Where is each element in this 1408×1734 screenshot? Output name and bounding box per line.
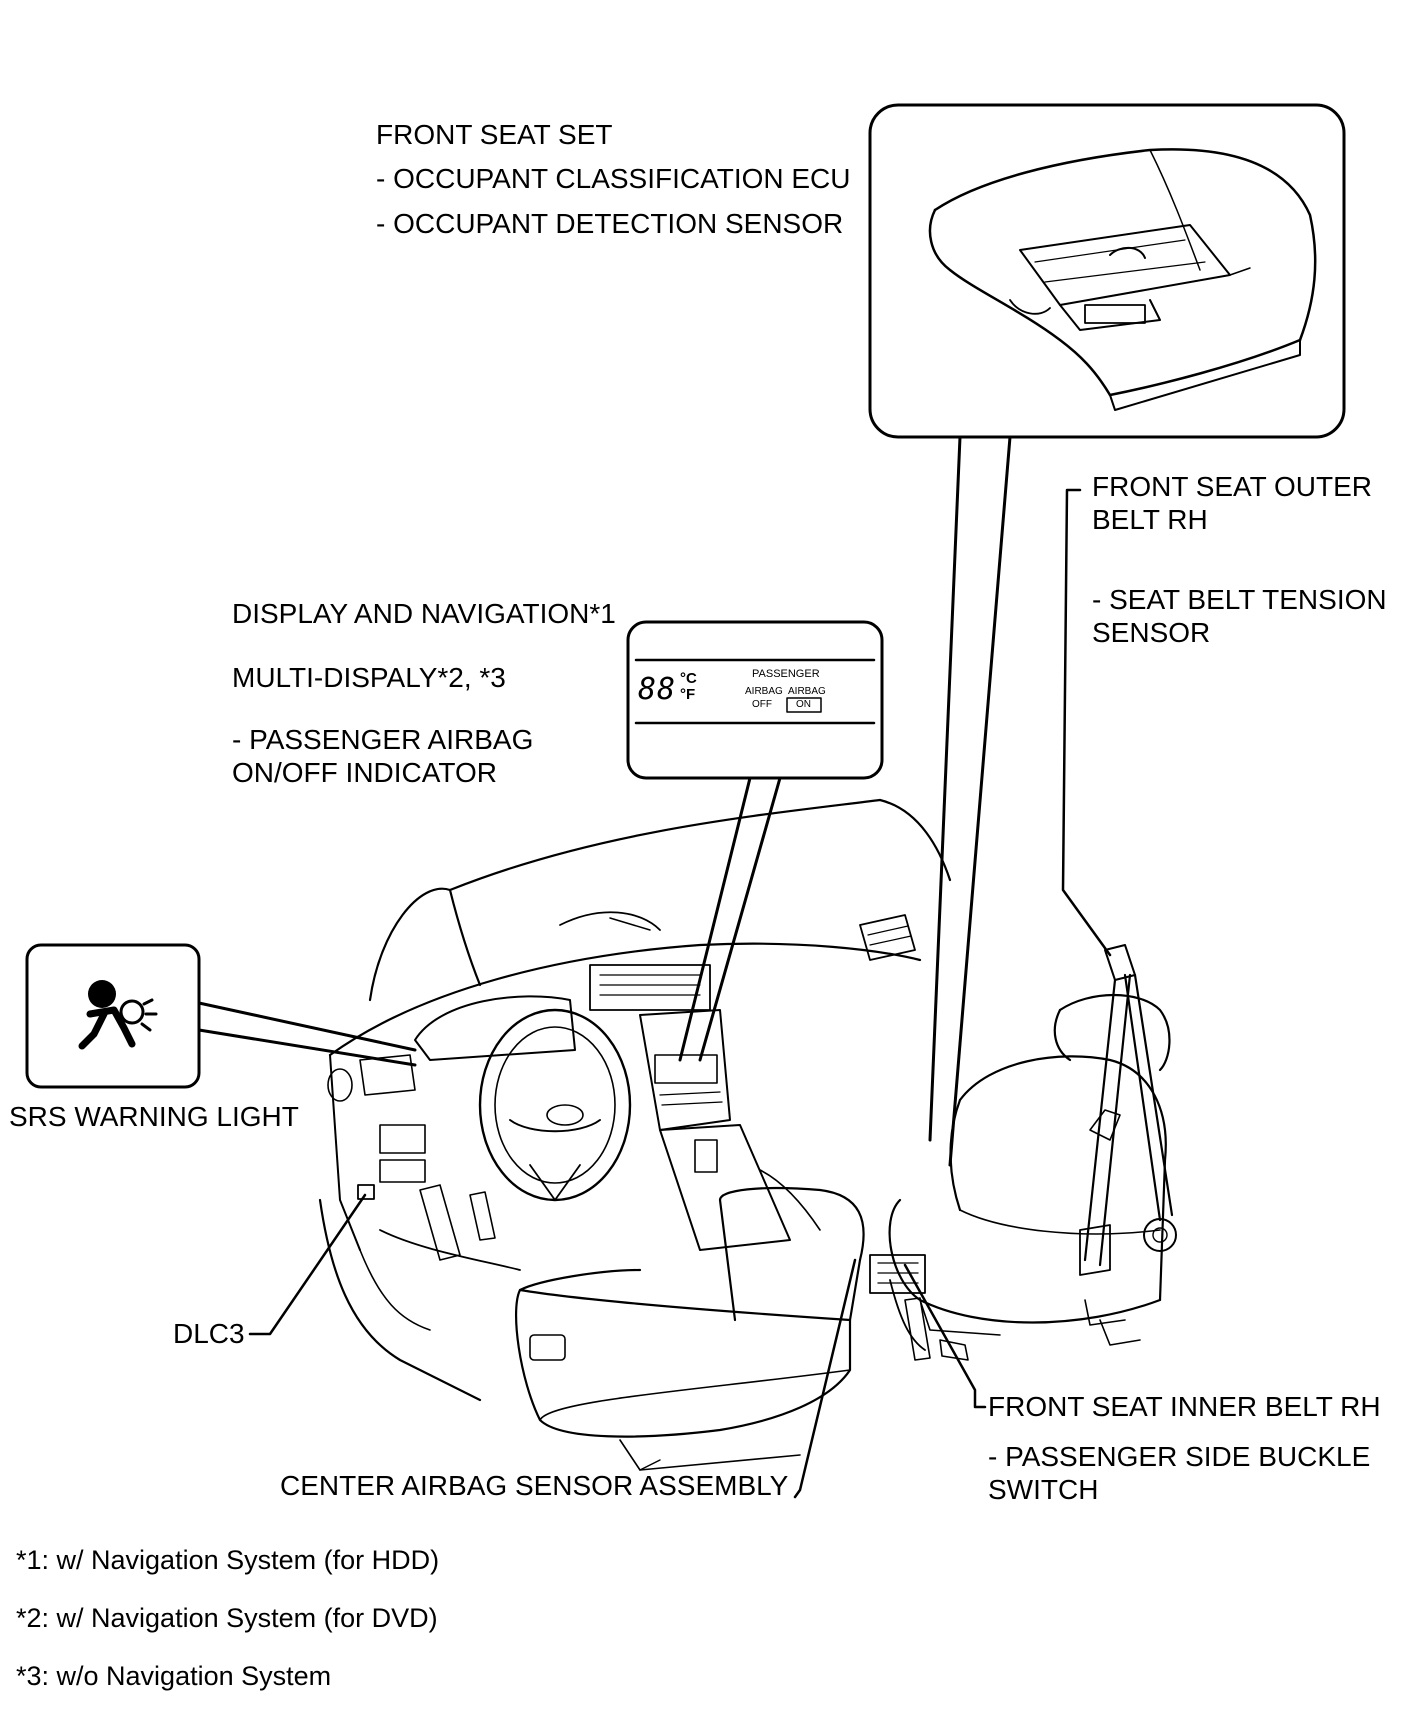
- multi-display-label: MULTI-DISPALY*2, *3: [232, 662, 506, 693]
- indicator-off-label: OFF: [752, 699, 772, 710]
- passenger-buckle-switch-label-2: SWITCH: [988, 1474, 1099, 1505]
- indicator-on-label: ON: [796, 699, 811, 710]
- passenger-seat-line-art: [888, 994, 1171, 1346]
- srs-warning-light-label: SRS WARNING LIGHT: [9, 1101, 299, 1132]
- indicator-passenger-label: PASSENGER: [752, 668, 820, 680]
- front-seat-detail-callout: [868, 103, 1346, 439]
- front-seat-set-title: FRONT SEAT SET: [376, 119, 613, 150]
- outer-seat-belt-line-art: [1079, 944, 1177, 1326]
- indicator-temp-digits: 88: [638, 672, 677, 707]
- dashboard-line-art: [318, 798, 952, 1402]
- center-airbag-sensor-label: CENTER AIRBAG SENSOR ASSEMBLY: [280, 1470, 789, 1501]
- center-airbag-sensor-line-art: [869, 1254, 931, 1361]
- dlc3-connector: [357, 1184, 375, 1200]
- occupant-detection-sensor-label: - OCCUPANT DETECTION SENSOR: [376, 208, 844, 239]
- display-navigation-label: DISPLAY AND NAVIGATION*1: [232, 598, 616, 629]
- indicator-unit-c: °C: [680, 670, 697, 687]
- srs-warning-light-callout: [25, 943, 201, 1089]
- footnote-3: *3: w/o Navigation System: [16, 1661, 332, 1691]
- footnote-1: *1: w/ Navigation System (for HDD): [16, 1545, 440, 1575]
- front-seat-outer-belt-label-1: FRONT SEAT OUTER: [1092, 471, 1373, 502]
- occupant-classification-ecu-label: - OCCUPANT CLASSIFICATION ECU: [376, 163, 851, 194]
- airbag-warning-icon: [78, 980, 158, 1050]
- dlc3-label: DLC3: [173, 1318, 245, 1349]
- driver-seat-line-art: [514, 1186, 865, 1471]
- indicator-airbag-right: AIRBAG: [788, 686, 826, 697]
- indicator-airbag-left: AIRBAG: [745, 686, 783, 697]
- footnote-2: *2: w/ Navigation System (for DVD): [16, 1603, 438, 1633]
- passenger-airbag-indicator-label-2: ON/OFF INDICATOR: [232, 757, 497, 788]
- seat-belt-tension-sensor-label-1: - SEAT BELT TENSION: [1092, 584, 1387, 615]
- inner-seat-belt-line-art: [889, 1279, 969, 1361]
- seat-belt-tension-sensor-label-2: SENSOR: [1092, 617, 1211, 648]
- passenger-airbag-indicator-label-1: - PASSENGER AIRBAG: [232, 724, 534, 755]
- passenger-buckle-switch-label-1: - PASSENGER SIDE BUCKLE: [988, 1441, 1371, 1472]
- front-seat-inner-belt-label: FRONT SEAT INNER BELT RH: [988, 1391, 1381, 1422]
- front-seat-outer-belt-label-2: BELT RH: [1092, 504, 1208, 535]
- indicator-unit-f: °F: [680, 686, 696, 703]
- passenger-airbag-indicator-callout: [626, 620, 884, 780]
